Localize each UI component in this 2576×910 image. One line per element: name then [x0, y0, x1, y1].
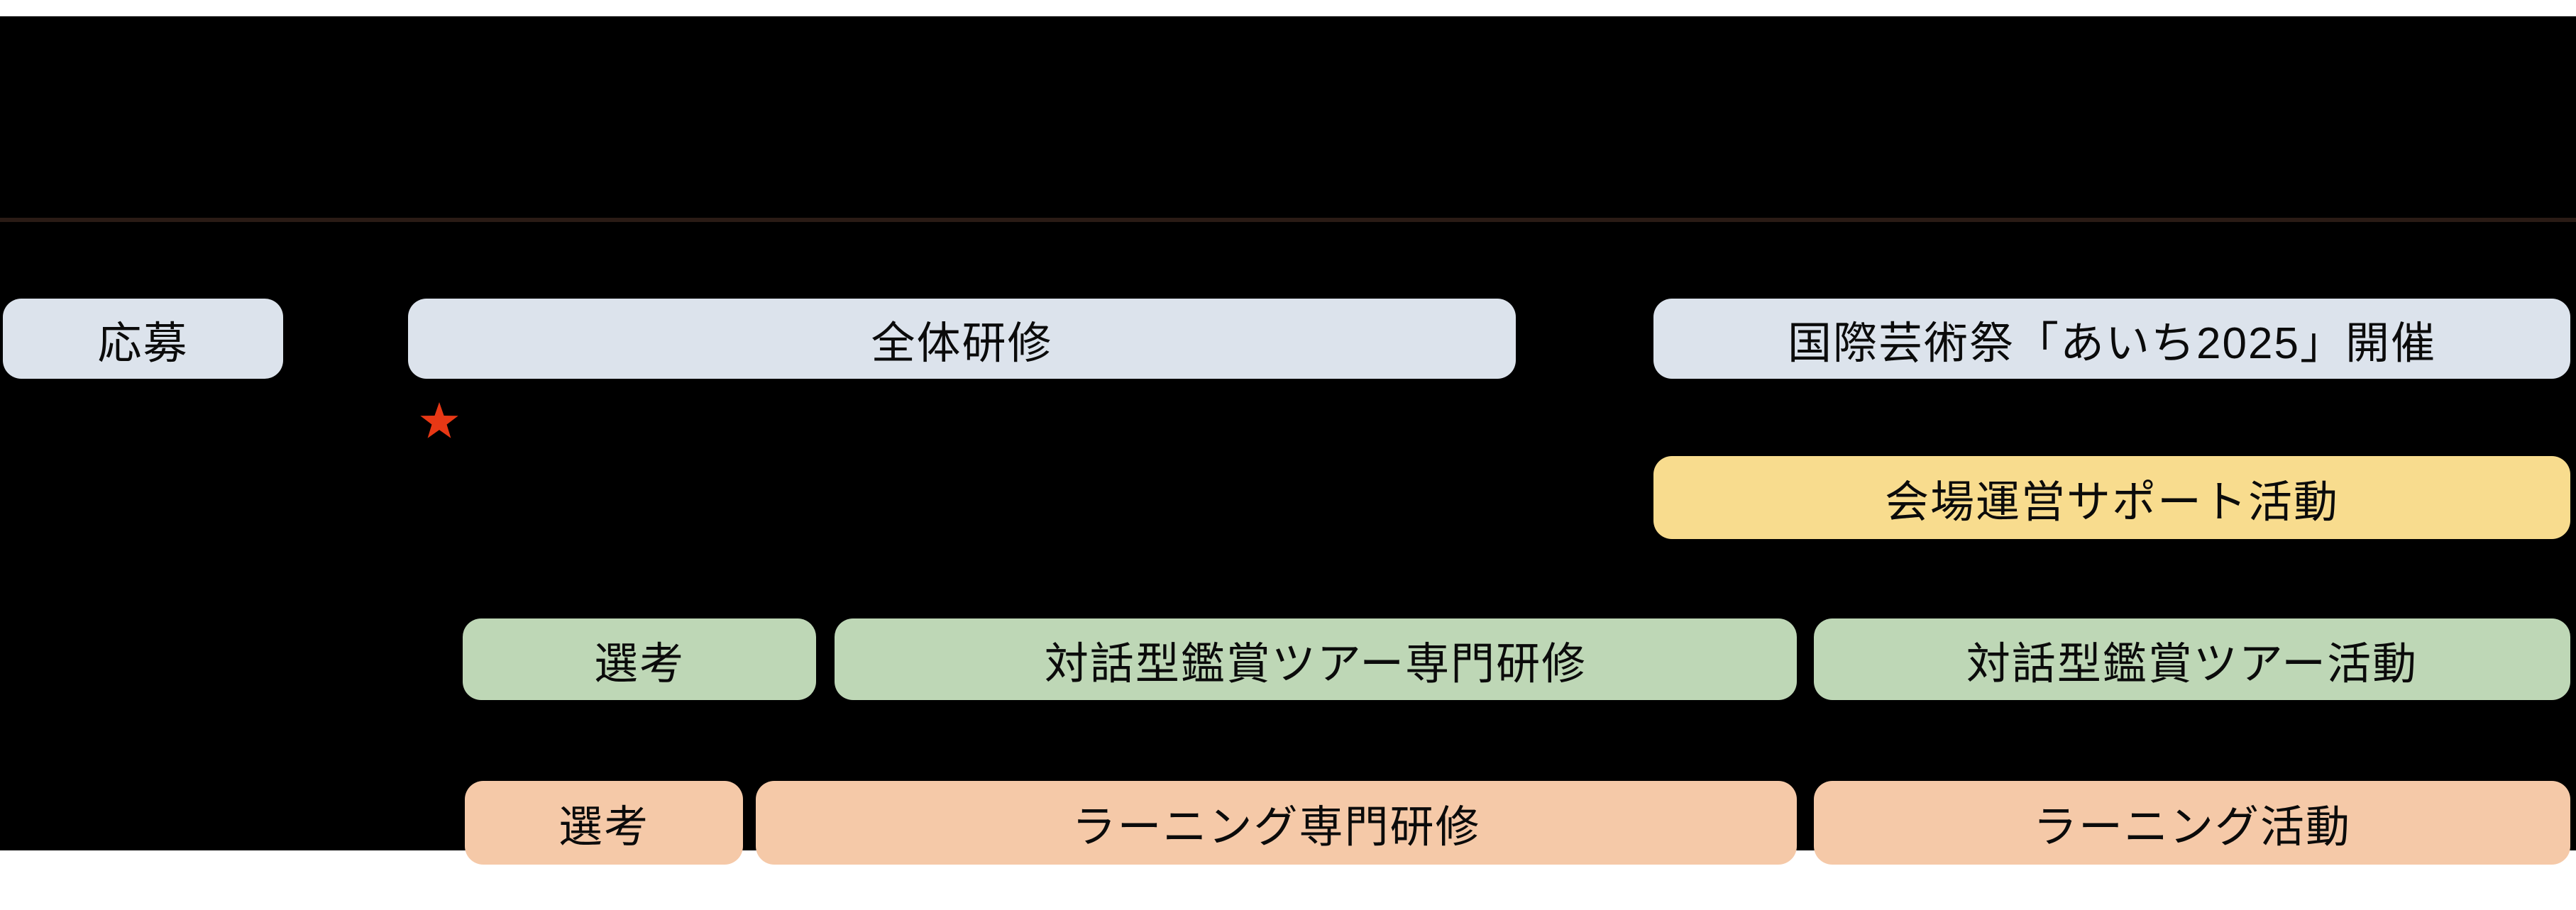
tour-training-box: 対話型鑑賞ツアー専門研修	[835, 618, 1797, 700]
learning-selection-box: 選考	[465, 781, 743, 865]
application-box: 応募	[3, 299, 283, 379]
learning-training-box: ラーニング専門研修	[756, 781, 1797, 865]
diagram-panel: 応募 全体研修 国際芸術祭「あいち2025」開催 会場運営サポート活動 選考 対…	[0, 16, 2576, 865]
learning-activity-box: ラーニング活動	[1814, 781, 2570, 865]
tour-activity-box: 対話型鑑賞ツアー活動	[1814, 618, 2570, 700]
venue-support-box: 会場運営サポート活動	[1653, 456, 2570, 539]
general-training-box: 全体研修	[408, 299, 1516, 379]
tour-selection-box: 選考	[463, 618, 816, 700]
star-icon	[420, 401, 458, 438]
divider-line	[0, 218, 2576, 222]
festival-open-box: 国際芸術祭「あいち2025」開催	[1653, 299, 2570, 379]
